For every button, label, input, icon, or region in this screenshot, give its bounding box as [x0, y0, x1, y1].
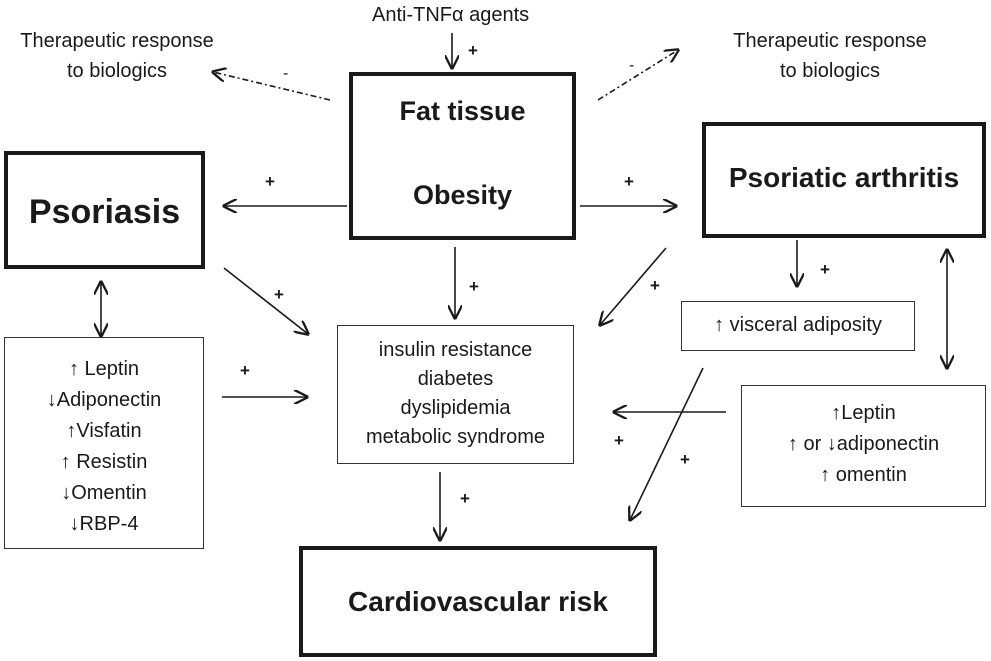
adipokine-item: ↑ omentin	[820, 464, 907, 486]
right-response-line1: Therapeutic response	[733, 30, 927, 52]
sign-fat-to-psa: +	[624, 172, 634, 191]
psoriatic-arthritis-label: Psoriatic arthritis	[728, 162, 960, 193]
visceral-adiposity-box: ↑ visceral adiposity	[681, 301, 915, 351]
sign-psoriasis-to-metabolic: +	[274, 285, 284, 304]
left-response-line2: to biologics	[66, 60, 168, 82]
sign-metabolic-to-cv: +	[460, 489, 470, 508]
obesity-label: Obesity	[412, 180, 513, 210]
metabolic-line: insulin resistance	[378, 339, 533, 361]
metabolic-line: metabolic syndrome	[366, 426, 545, 448]
psoriasis-label: Psoriasis	[28, 193, 181, 231]
left-response-line1: Therapeutic response	[20, 30, 214, 52]
right-therapeutic-response: Therapeutic response to biologics	[716, 26, 944, 86]
arrow-visceral-to-cv	[630, 367, 704, 520]
visceral-adiposity-label: ↑ visceral adiposity	[714, 314, 882, 336]
adipokine-item: ↑ Leptin	[68, 358, 140, 380]
metabolic-box: insulin resistance diabetes dyslipidemia…	[337, 325, 574, 464]
left-therapeutic-response: Therapeutic response to biologics	[4, 26, 230, 86]
adipokine-item: ↑Visfatin	[66, 420, 142, 442]
arrow-fat-to-right-response	[597, 50, 678, 101]
psoriatic-arthritis-box: Psoriatic arthritis	[702, 122, 986, 238]
adipokine-item: ↑ Resistin	[60, 451, 148, 473]
fat-tissue-obesity-box: Fat tissue Obesity	[349, 72, 576, 240]
adipokine-item: ↓RBP-4	[69, 513, 139, 535]
adipokine-item: ↑Leptin	[831, 402, 896, 424]
adipokine-item: ↓Omentin	[61, 482, 147, 504]
cardiovascular-risk-label: Cardiovascular risk	[348, 586, 608, 617]
cardiovascular-risk-box: Cardiovascular risk	[299, 546, 657, 657]
adipokine-item: ↑ or ↓adiponectin	[787, 433, 940, 455]
arrow-fat-to-left-response	[213, 72, 331, 101]
right-response-sign: -	[629, 57, 635, 74]
sign-pso-adipokines-to-metabolic: +	[240, 361, 250, 380]
right-response-line2: to biologics	[779, 60, 881, 82]
arrow-psoriasis-to-metabolic	[223, 267, 308, 334]
sign-psa-adipokines-to-metabolic: +	[614, 431, 624, 450]
psoriasis-box: Psoriasis	[4, 151, 205, 269]
adipokine-item: ↓Adiponectin	[46, 389, 162, 411]
anti-tnf-label: Anti-TNFα agents	[372, 4, 530, 26]
metabolic-line: diabetes	[417, 368, 494, 390]
psoriasis-adipokines-box: ↑ Leptin ↓Adiponectin ↑Visfatin ↑ Resist…	[4, 337, 204, 549]
sign-visceral-to-cv: +	[680, 450, 690, 469]
anti-tnf-sign: +	[468, 41, 478, 60]
sign-fat-to-psoriasis: +	[265, 172, 275, 191]
fat-tissue-label: Fat tissue	[399, 96, 526, 126]
left-response-sign: -	[283, 65, 289, 82]
sign-psa-to-visceral: +	[820, 260, 830, 279]
sign-psa-to-metabolic: +	[650, 276, 660, 295]
sign-fat-to-metabolic: +	[469, 277, 479, 296]
psa-adipokines-box: ↑Leptin ↑ or ↓adiponectin ↑ omentin	[741, 385, 986, 507]
metabolic-line: dyslipidemia	[400, 397, 511, 419]
